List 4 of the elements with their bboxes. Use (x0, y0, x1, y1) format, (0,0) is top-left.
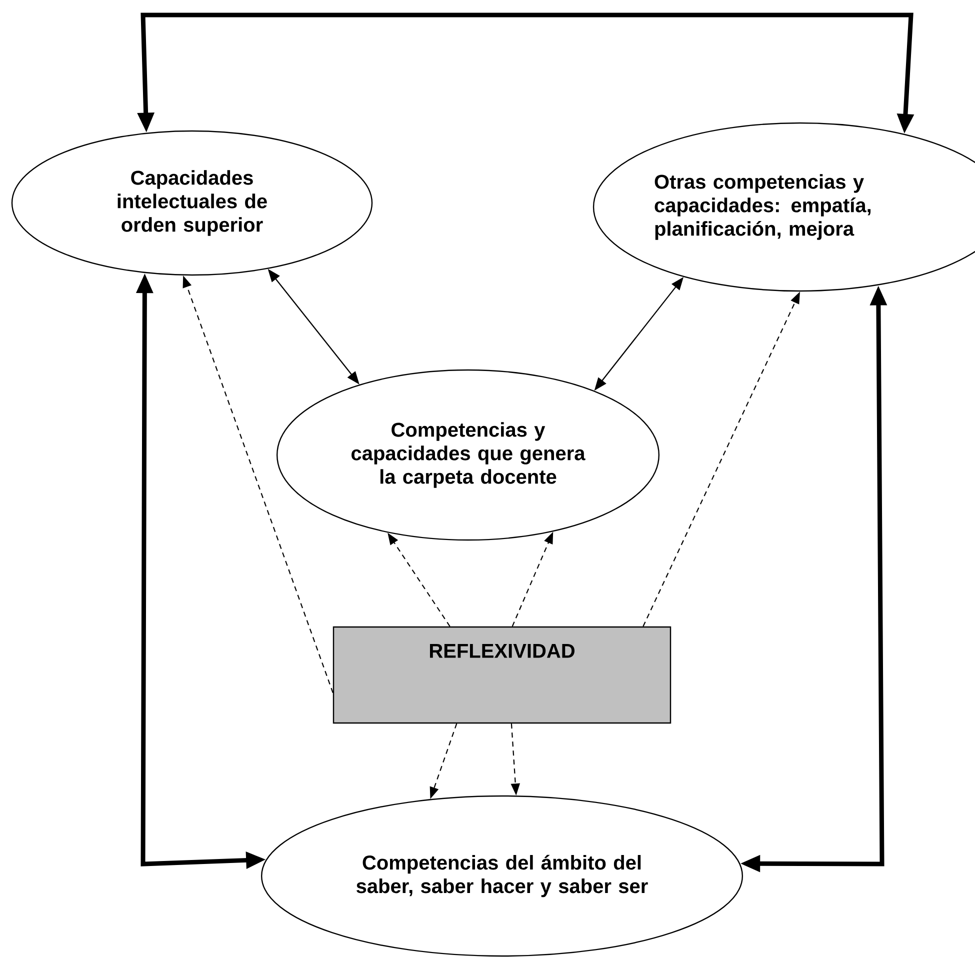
ellipse-node: Capacidades intelectuales de orden superior (11, 130, 373, 276)
ellipse-node: Competencias del ámbito del saber, saber hacer y saber ser (260, 795, 744, 957)
ellipse-node: Competencias y capacidades que genera la carpeta docente (276, 369, 660, 541)
reflexivity-box: REFLEXIVIDAD (332, 626, 672, 724)
